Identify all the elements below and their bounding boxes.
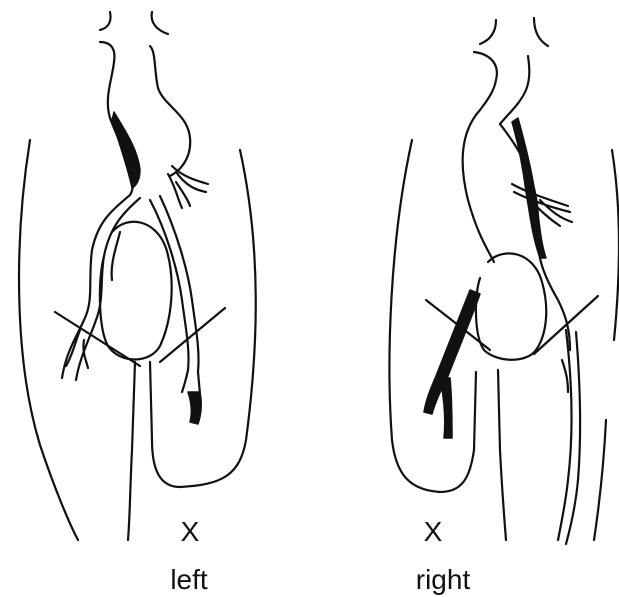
right-side-branch [512,184,572,226]
right-inner-leg [498,370,506,540]
right-panel-figure [389,18,619,544]
right-outer-leg [594,420,606,540]
right-bladder [476,253,546,359]
left-descending-vessel-inner [160,196,200,394]
left-side-branch [168,166,208,208]
right-x-marker: X [424,518,443,546]
left-dark-descending [188,392,201,424]
left-descending-vessel [150,200,189,392]
left-vessel-arch-inner [76,198,140,380]
left-x-marker: X [181,518,200,546]
right-dark-tail [440,378,452,438]
right-vessel-top-right [500,18,548,124]
left-dark-segment [112,112,140,188]
right-thin-vessel-c [562,360,568,392]
left-panel-figure [19,12,256,540]
right-vessel-arch [463,110,494,262]
right-side-label: right [416,566,470,594]
left-thigh-outline [150,150,256,487]
right-thin-vessel-b [566,332,580,544]
right-dark-descending [424,290,480,414]
left-body-outline [19,140,78,540]
left-bladder-inner [112,232,120,280]
left-bladder [100,222,172,360]
left-vessel-top-left [100,12,114,118]
left-inner-leg [128,362,135,540]
right-vessel-top-left [474,20,497,110]
right-outer-edge [612,150,619,340]
right-cross-line-b [534,296,598,354]
right-dark-segment [512,118,546,258]
right-thin-vessel-a [558,330,572,540]
left-side-label: left [170,566,207,594]
left-vessel-top-right [150,12,190,176]
